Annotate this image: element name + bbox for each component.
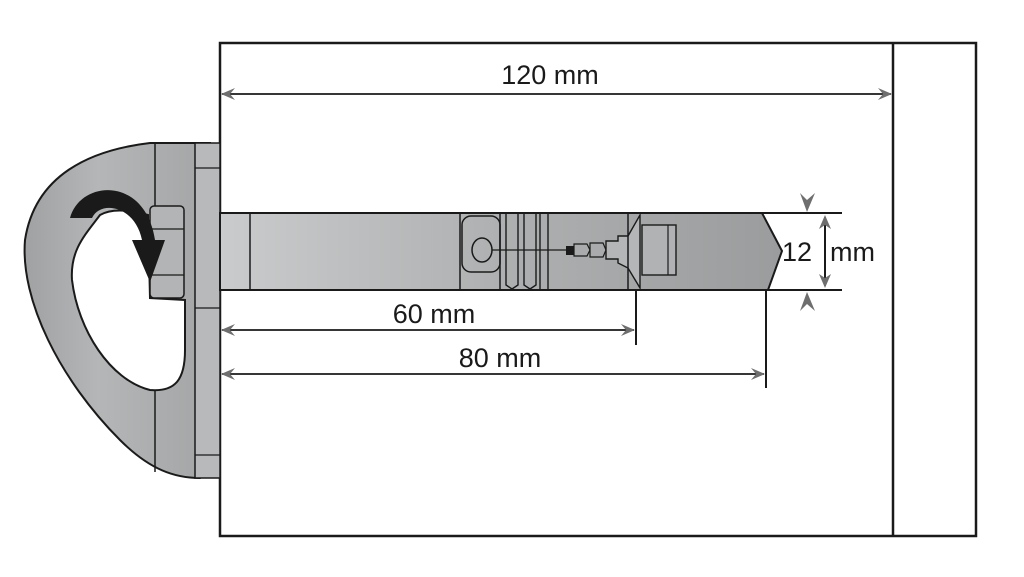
thread-grooves [505,214,549,290]
dimension-80mm: 80 mm [221,290,767,388]
dimension-label-12-value: 12 [782,237,812,267]
expansion-cone [605,212,641,291]
dimension-label-80: 80 mm [459,343,542,373]
eye-handle [23,142,221,480]
dimension-label-12-unit: mm [830,237,875,267]
dimension-120mm: 120 mm [221,60,892,100]
rotate-clockwise-icon [70,190,165,282]
dimension-label-120: 120 mm [501,60,599,90]
arrow-down-icon [800,193,815,212]
washer-plate [194,142,221,479]
dimension-label-60: 60 mm [393,299,476,329]
dimension-12mm: 12 mm [762,193,875,311]
anchor-bolt [219,212,784,291]
dimension-60mm: 60 mm [221,290,637,345]
arrow-up-icon [800,292,815,311]
expansion-sleeve [641,224,677,276]
